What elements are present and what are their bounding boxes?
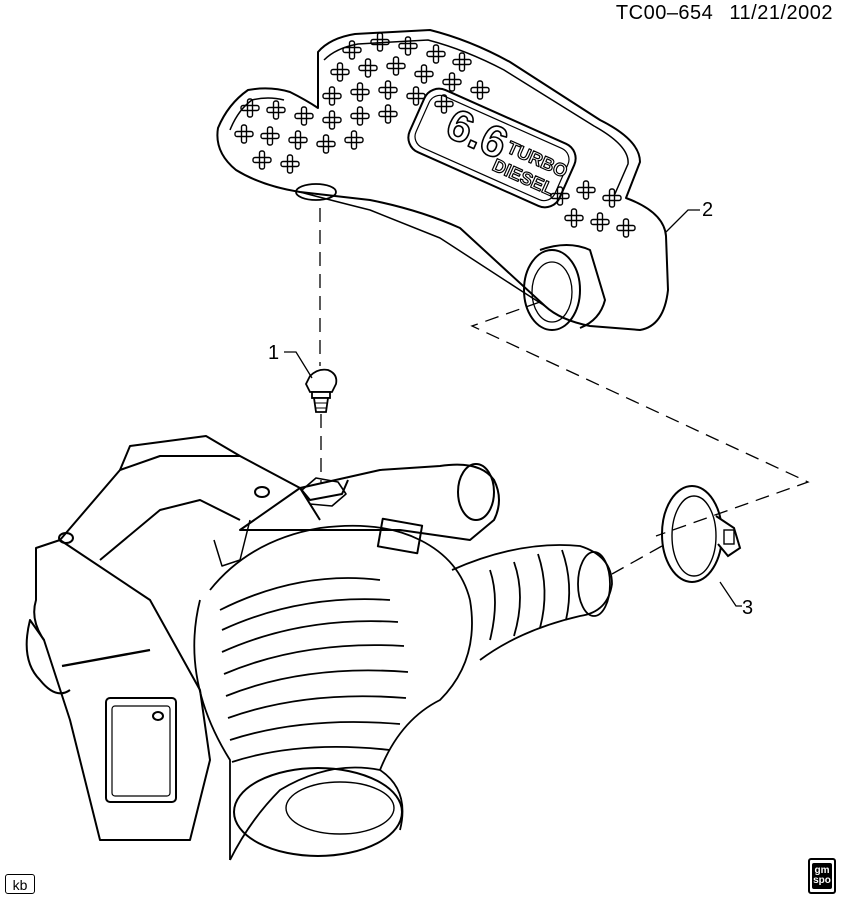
fastener xyxy=(304,368,338,413)
leader-callout-2 xyxy=(665,209,700,233)
logo-line-2: spo xyxy=(813,875,831,886)
dashed-line-resonator-to-clamp xyxy=(470,301,810,537)
fastener-boss xyxy=(301,477,347,507)
cover-mount-boss xyxy=(295,183,337,201)
engine-cover: 6.6 TURBO DIESEL xyxy=(216,29,669,331)
logo-line-1: gm xyxy=(814,865,830,876)
figure-header: TC00–654 11/21/2002 xyxy=(616,2,833,25)
air-cleaner-housing xyxy=(33,539,211,841)
maf-tube xyxy=(239,463,500,541)
leader-callout-1 xyxy=(284,351,313,379)
resonator-outlet-inner xyxy=(531,261,573,323)
leader-lines xyxy=(284,208,810,607)
callout-2: 2 xyxy=(702,199,714,221)
figure-code: TC00–654 xyxy=(615,2,714,24)
air-intake-assembly xyxy=(25,435,613,861)
corrugated-hose xyxy=(193,524,473,861)
callout-3: 3 xyxy=(742,597,754,619)
resonator-outlet xyxy=(523,249,581,331)
callout-1: 1 xyxy=(268,342,280,364)
figure-date: 11/21/2002 xyxy=(729,2,833,24)
cover-tread-pattern xyxy=(234,32,636,238)
gm-spo-logo: gm spo xyxy=(808,858,836,894)
inlet-bellows xyxy=(451,544,613,661)
resonator-neck xyxy=(539,244,606,329)
hose-clamp xyxy=(661,485,742,583)
dashed-line-clamp-to-hose xyxy=(611,545,663,575)
illustrator-tag: kb xyxy=(5,874,35,894)
leader-callout-3 xyxy=(719,581,742,607)
engine-cover-side-wall xyxy=(299,191,546,307)
engine-cover-outline xyxy=(216,29,669,331)
